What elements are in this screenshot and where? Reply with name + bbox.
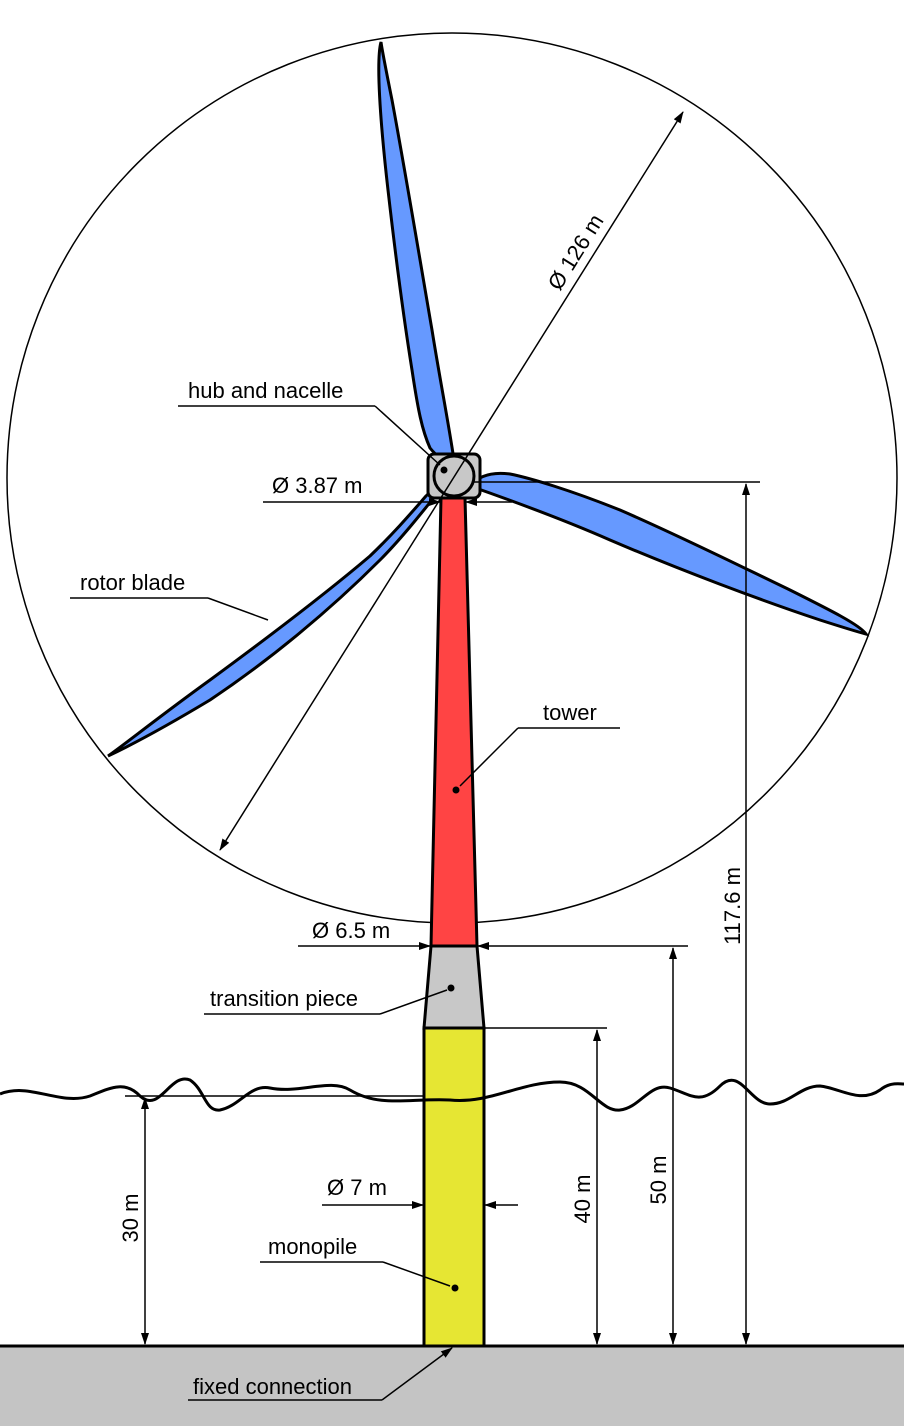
- rotor-blade-right: [467, 471, 870, 637]
- hub-height-label: 117.6 m: [720, 867, 745, 945]
- hub-leader-dot: [440, 466, 448, 474]
- rotor-blade-label: rotor blade: [80, 570, 185, 595]
- rotor-blade-left: [107, 487, 443, 758]
- rotor-blade-leader-line: [207, 597, 269, 621]
- rotor-diameter-label: Ø 126 m: [543, 210, 609, 295]
- rotor-diameter-line: [219, 111, 684, 851]
- tower-diameter-label: Ø 6.5 m: [312, 918, 390, 943]
- hub-diameter-label: Ø 3.87 m: [272, 473, 362, 498]
- water-surface: [0, 1077, 904, 1112]
- fixed-connection-leader-line: [381, 1347, 453, 1401]
- monopile-leader-dot: [451, 1284, 459, 1292]
- seabed: [0, 1346, 904, 1426]
- transition-leader-dot: [447, 984, 455, 992]
- transition-top-height-label: 50 m: [646, 1156, 671, 1205]
- tower-leader-line: [459, 727, 519, 787]
- rotor-blade-top: [377, 41, 456, 462]
- water-depth-label: 30 m: [118, 1194, 143, 1243]
- hub-label: hub and nacelle: [188, 378, 343, 403]
- transition-leader-line: [379, 989, 448, 1015]
- monopile-label: monopile: [268, 1234, 357, 1259]
- tower-leader-dot: [452, 786, 460, 794]
- monopile: [422, 1026, 486, 1348]
- fixed-connection-label: fixed connection: [193, 1374, 352, 1399]
- tower: [429, 496, 479, 948]
- transition-label: transition piece: [210, 986, 358, 1011]
- tower-label: tower: [543, 700, 597, 725]
- monopile-diameter-label: Ø 7 m: [327, 1175, 387, 1200]
- monopile-top-height-label: 40 m: [570, 1175, 595, 1224]
- hub-leader-line: [374, 405, 441, 466]
- monopile-leader-line: [382, 1261, 451, 1287]
